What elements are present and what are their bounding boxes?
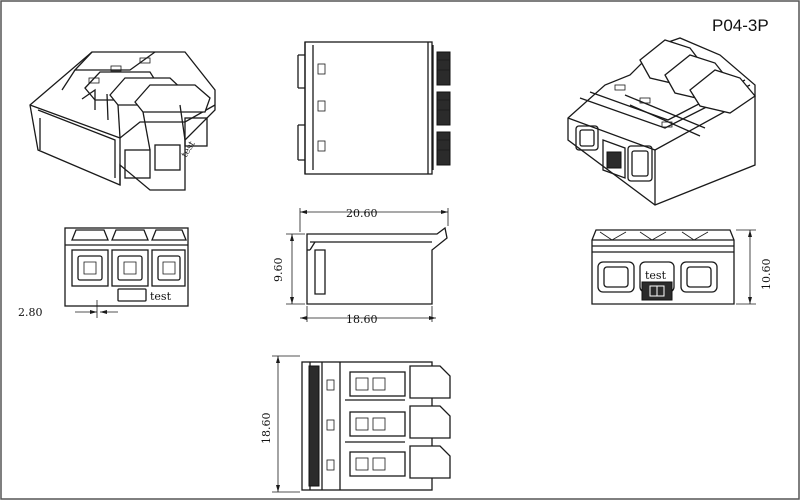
front-test-label: test [150, 290, 172, 303]
dim-side-length: 20.60 [346, 207, 378, 220]
top-view [297, 41, 451, 175]
dim-side-base: 18.60 [346, 313, 378, 326]
bottom-view: 18.60 [260, 355, 451, 493]
side-view: 20.60 9.60 18.60 [272, 207, 449, 326]
dim-side-height: 9.60 [272, 258, 285, 283]
dim-bottom-width: 18.60 [260, 413, 273, 445]
iso-view-front: test [29, 51, 216, 191]
dim-back-height: 10.60 [760, 259, 773, 291]
model-name: P04-3P [712, 16, 769, 35]
back-test-label: test [645, 269, 667, 282]
front-view: test 2.80 [18, 227, 189, 319]
dim-front-pitch: 2.80 [18, 306, 43, 319]
back-view: test 10.60 [591, 229, 773, 305]
iso-view-back [567, 37, 756, 206]
